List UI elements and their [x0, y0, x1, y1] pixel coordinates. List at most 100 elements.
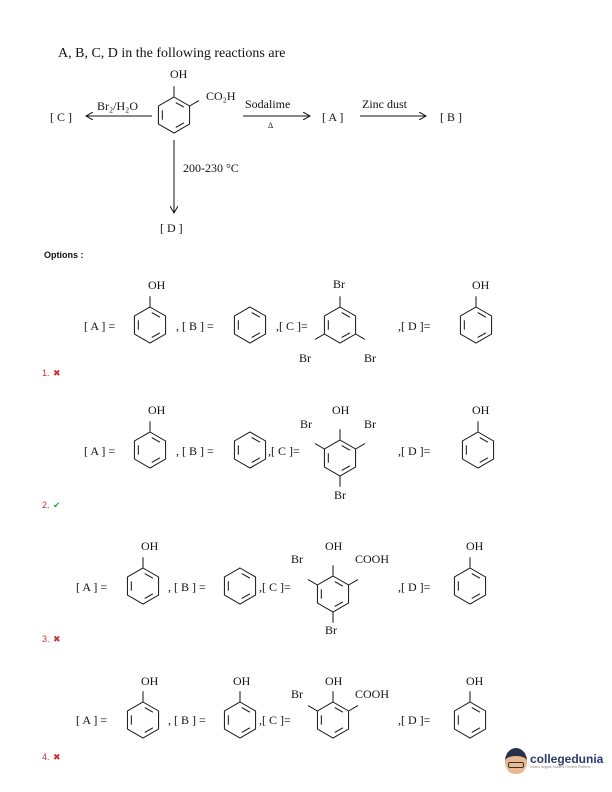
- benzene-ring: [126, 701, 160, 739]
- double-bond: [471, 593, 481, 599]
- double-bond: [341, 332, 351, 338]
- label-c: ,[ C ]=: [268, 444, 300, 458]
- double-bond: [251, 312, 261, 318]
- double-bond: [334, 727, 344, 733]
- check-icon: ✔: [53, 500, 61, 510]
- option-3[interactable]: OH [ A ] = , [ B ] = ,[ C ]= OH Br COOH …: [42, 539, 484, 644]
- double-bond: [334, 707, 344, 713]
- label-d: ,[ D ]=: [398, 319, 431, 333]
- product-a: [ A ]: [322, 110, 343, 124]
- br-label: Br: [299, 351, 311, 365]
- product-d: [ D ]: [160, 221, 183, 235]
- product-c: [ C ]: [50, 110, 72, 124]
- cooh-label: COOH: [355, 687, 389, 701]
- option-number: 4.: [42, 752, 50, 762]
- double-bond: [477, 332, 487, 338]
- double-bond: [471, 707, 481, 713]
- label-c: ,[ C ]=: [259, 713, 291, 727]
- benzene-ring: [223, 701, 257, 739]
- collegedunia-logo: collegedunia India's largest Student Rev…: [505, 748, 603, 774]
- br-label: Br: [333, 277, 345, 291]
- reagent-sodalime: Sodalime: [245, 97, 290, 111]
- oh-label: OH: [466, 674, 484, 688]
- product-b: [ B ]: [440, 110, 462, 124]
- reagent-zinc: Zinc dust: [362, 97, 408, 111]
- double-bond: [151, 312, 161, 318]
- option-number: 3.: [42, 634, 50, 644]
- substituent-bond: [348, 579, 359, 586]
- benzene-ring: [233, 431, 267, 469]
- substituent-bond: [314, 443, 325, 450]
- oh-label: OH: [148, 278, 166, 292]
- wrong-icon: ✖: [53, 634, 61, 644]
- oh-label: OH: [141, 674, 159, 688]
- benzene-ring: [316, 575, 350, 613]
- double-bond: [241, 593, 251, 599]
- reagent-br2: Br₂/H₂O: [97, 99, 138, 113]
- option-4[interactable]: OH [ A ] = , [ B ] = OH ,[ C ]= OH Br CO…: [42, 674, 484, 762]
- substituent-bond: [189, 100, 200, 107]
- logo-name: collegedunia: [530, 752, 604, 766]
- double-bond: [144, 573, 154, 579]
- double-bond: [144, 707, 154, 713]
- oh-label: OH: [472, 403, 490, 417]
- br-label: Br: [300, 417, 312, 431]
- label-b: , [ B ] =: [176, 319, 214, 333]
- br-label: Br: [364, 351, 376, 365]
- double-bond: [241, 573, 251, 579]
- condition-temp: 200-230 °C: [183, 161, 239, 175]
- double-bond: [471, 573, 481, 579]
- br-label: Br: [291, 687, 303, 701]
- benzene-ring: [461, 431, 495, 469]
- double-bond: [144, 593, 154, 599]
- oh-label: OH: [472, 278, 490, 292]
- benzene-ring: [223, 567, 257, 605]
- double-bond: [151, 332, 161, 338]
- label-d: ,[ D ]=: [398, 444, 431, 458]
- benzene-ring: [157, 96, 191, 134]
- double-bond: [175, 122, 185, 128]
- substituent-bond: [355, 443, 366, 450]
- double-bond: [334, 581, 344, 587]
- option-2[interactable]: OH [ A ] = , [ B ] = ,[ C ]= OH Br Br Br…: [42, 403, 490, 510]
- br-label: Br: [334, 488, 346, 502]
- label-b: , [ B ] =: [168, 713, 206, 727]
- double-bond: [479, 457, 489, 463]
- double-bond: [151, 437, 161, 443]
- benzene-ring: [133, 431, 167, 469]
- benzene-rings: [126, 86, 495, 739]
- double-bond: [477, 312, 487, 318]
- option-1[interactable]: OH [ A ] = , [ B ] = ,[ C ]= Br Br Br ,[…: [42, 277, 490, 378]
- oh-label: OH: [325, 539, 343, 553]
- oh-label: OH: [325, 674, 343, 688]
- label-a: [ A ] =: [76, 713, 107, 727]
- double-bond: [144, 727, 154, 733]
- double-bond: [241, 707, 251, 713]
- substituent-bond: [348, 705, 359, 712]
- label-a: [ A ] =: [84, 444, 115, 458]
- logo-tagline: India's largest Student Review Platform: [530, 765, 591, 769]
- double-bond: [479, 437, 489, 443]
- reactant-co2h: CO₂H: [206, 89, 236, 103]
- wrong-icon: ✖: [53, 752, 61, 762]
- double-bond: [151, 457, 161, 463]
- options-label: Options :: [44, 250, 84, 260]
- benzene-ring: [453, 567, 487, 605]
- double-bond: [341, 465, 351, 471]
- label-b: , [ B ] =: [176, 444, 214, 458]
- benzene-ring: [133, 306, 167, 344]
- benzene-ring: [126, 567, 160, 605]
- benzene-ring: [323, 439, 357, 477]
- mascot-icon: [505, 748, 527, 774]
- condition-heat: Δ: [268, 121, 273, 130]
- double-bond: [175, 102, 185, 108]
- wrong-icon: ✖: [53, 368, 61, 378]
- substituent-bond: [307, 579, 318, 586]
- label-a: [ A ] =: [76, 580, 107, 594]
- br-label: Br: [325, 623, 337, 637]
- double-bond: [341, 445, 351, 451]
- oh-label: OH: [466, 539, 484, 553]
- cooh-label: COOH: [355, 552, 389, 566]
- oh-label: OH: [141, 539, 159, 553]
- label-b: , [ B ] =: [168, 580, 206, 594]
